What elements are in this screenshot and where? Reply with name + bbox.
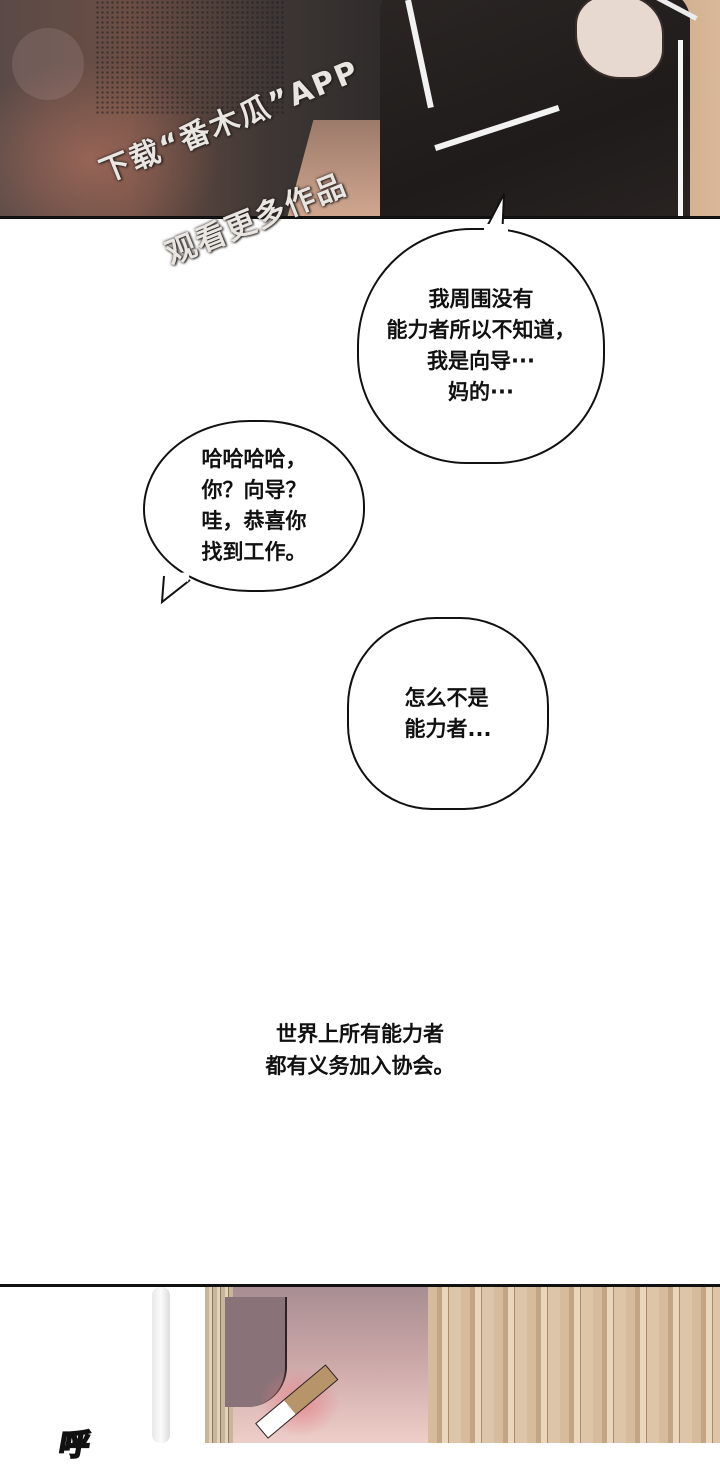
bubble-tail-cover bbox=[484, 224, 508, 234]
bubble-text-line: 我周围没有 bbox=[428, 287, 534, 311]
bubble-text-line: 哈哈哈哈， bbox=[201, 447, 307, 471]
halftone-hair bbox=[95, 0, 285, 115]
bubble-text-line: 我是向导··· bbox=[427, 349, 535, 373]
comic-panel-bottom bbox=[0, 1284, 720, 1443]
comic-panel-top bbox=[0, 0, 720, 219]
bubble-text-line: 能力者所以不知道， bbox=[386, 318, 576, 342]
narration-line: 世界上所有能力者 bbox=[276, 1022, 444, 1046]
smoke-trail bbox=[152, 1287, 170, 1443]
coat-stripe bbox=[678, 40, 683, 216]
bubble-text-line: 妈的··· bbox=[448, 380, 514, 404]
bubble-text-line: 你？向导？ bbox=[201, 478, 307, 502]
narration-line: 都有义务加入协会。 bbox=[265, 1054, 455, 1078]
bubble-text-line: 怎么不是 bbox=[404, 685, 489, 710]
speech-bubble-1: 我周围没有 能力者所以不知道， 我是向导··· 妈的··· bbox=[357, 228, 605, 464]
bubble-text-line: 找到工作。 bbox=[201, 540, 307, 564]
sound-effect: 呼 bbox=[55, 1427, 93, 1464]
hair bbox=[428, 1287, 720, 1443]
hand bbox=[575, 0, 664, 79]
bubble-tail-bottom-left bbox=[160, 572, 191, 605]
bubble-text-line: 哇，恭喜你 bbox=[201, 509, 307, 533]
bokeh-light bbox=[12, 28, 84, 100]
speech-bubble-2: 哈哈哈哈， 你？向导？ 哇，恭喜你 找到工作。 bbox=[143, 420, 365, 592]
narration-text: 世界上所有能力者 都有义务加入协会。 bbox=[200, 1018, 520, 1082]
bubble-text-line: 能力者... bbox=[404, 716, 492, 741]
speech-bubble-3: 怎么不是 能力者... bbox=[347, 617, 549, 810]
